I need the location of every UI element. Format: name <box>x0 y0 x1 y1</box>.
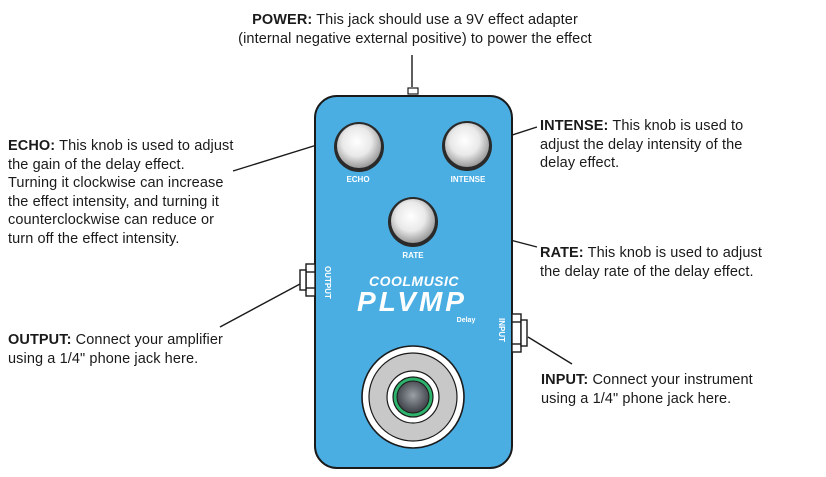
input-title: INPUT: <box>541 372 589 388</box>
echo-callout: ECHO: This knob is used to adjust the ga… <box>8 137 308 248</box>
rate-line: This knob is used to adjust <box>587 245 762 261</box>
input-line: using a 1/4" phone jack here. <box>541 390 732 407</box>
output-line: Connect your amplifier <box>75 332 223 348</box>
echo-line: Turning it clockwise can increase <box>8 175 224 191</box>
echo-line: the effect intensity, and turning it <box>8 193 220 210</box>
output-callout: OUTPUT: Connect your amplifier using a 1… <box>8 331 298 368</box>
power-line-1: This jack should use a 9V effect adapter <box>316 12 578 28</box>
power-callout: POWER: This jack should use a 9V effect … <box>190 11 640 48</box>
input-jack <box>511 313 528 353</box>
output-leader-line <box>219 283 301 328</box>
intense-knob-label: INTENSE <box>451 175 486 184</box>
echo-knob[interactable] <box>334 122 384 172</box>
intense-title: INTENSE: <box>540 118 609 134</box>
intense-callout: INTENSE: This knob is used to adjust the… <box>540 117 820 173</box>
input-leader-line <box>527 336 573 365</box>
model-logo: PLVMP <box>357 286 467 317</box>
footswitch[interactable] <box>361 345 465 449</box>
power-line-2: (internal negative external positive) to… <box>238 30 592 47</box>
power-title: POWER: <box>252 12 313 28</box>
echo-knob-label: ECHO <box>346 175 369 184</box>
intense-line: This knob is used to <box>612 118 744 134</box>
intense-line: delay effect. <box>540 155 620 171</box>
input-line: Connect your instrument <box>592 372 753 388</box>
echo-line: counterclockwise can reduce or <box>8 212 215 228</box>
rate-knob[interactable] <box>388 197 438 247</box>
echo-line: the gain of the delay effect. <box>8 156 185 173</box>
rate-knob-label: RATE <box>402 251 424 260</box>
rate-callout: RATE: This knob is used to adjust the de… <box>540 244 825 281</box>
intense-line: adjust the delay intensity of the <box>540 136 743 153</box>
power-jack <box>407 87 419 95</box>
rate-title: RATE: <box>540 245 584 261</box>
output-jack-label: OUTPUT <box>323 266 332 299</box>
echo-line: This knob is used to adjust <box>59 138 234 154</box>
intense-knob[interactable] <box>442 121 492 171</box>
output-title: OUTPUT: <box>8 332 72 348</box>
output-line: using a 1/4" phone jack here. <box>8 350 199 367</box>
output-jack <box>299 263 316 297</box>
echo-line: turn off the effect intensity. <box>8 230 180 247</box>
rate-line: the delay rate of the delay effect. <box>540 263 754 280</box>
brand-logo: COOLMUSIC <box>369 273 459 289</box>
echo-title: ECHO: <box>8 138 56 154</box>
effect-type-label: Delay <box>457 317 476 324</box>
input-callout: INPUT: Connect your instrument using a 1… <box>541 371 821 408</box>
input-jack-label: INPUT <box>497 318 506 342</box>
